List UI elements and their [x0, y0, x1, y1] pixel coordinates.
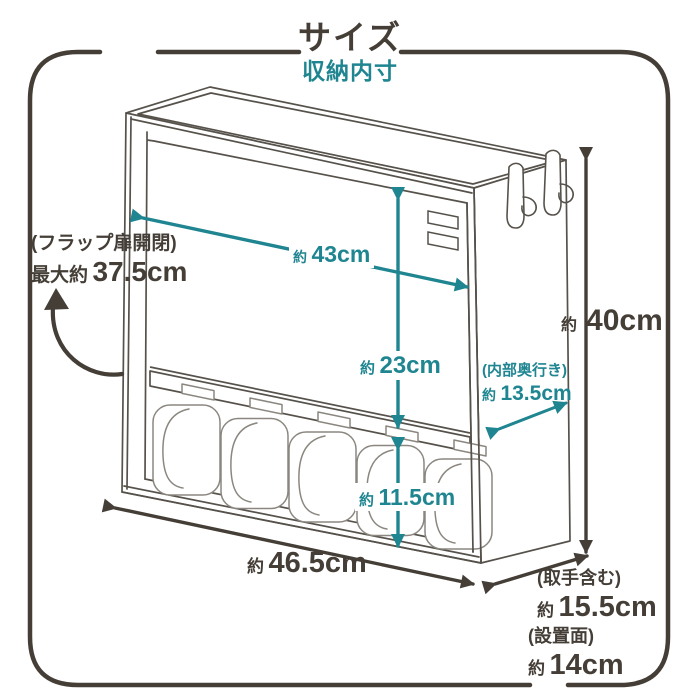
dim-inner-width-prefix: 約: [293, 249, 307, 265]
dim-inner-depth: (内部奥行き) 約 13.5cm: [482, 361, 572, 406]
dim-overall-width: 約 46.5cm: [247, 546, 367, 581]
rounded-border: [27, 49, 671, 688]
bottle: [152, 383, 221, 496]
dim-inner-depth-value: 13.5cm: [500, 381, 572, 405]
flap-door-note: (フラップ扉開閉) 最大約 37.5cm: [31, 232, 187, 289]
arrow-inner-depth: [485, 400, 568, 440]
dim-base-depth-note: (設置面): [528, 626, 594, 646]
arrow-depth-with-handle: [481, 552, 589, 595]
door-hooks: [506, 149, 574, 229]
dim-depth-with-handle-note: (取手含む): [537, 568, 621, 588]
dim-inner-depth-prefix: 約: [482, 386, 496, 403]
dim-bottle-clearance-value: 11.5cm: [378, 484, 456, 510]
dim-overall-width-value: 46.5cm: [268, 547, 367, 579]
dim-inner-width: 約 43cm: [289, 240, 375, 269]
dim-bottle-clearance-prefix: 約: [359, 492, 375, 509]
flap-note-line1: (フラップ扉開閉): [31, 233, 177, 254]
dim-overall-height-prefix: 約: [561, 317, 578, 334]
dim-inner-depth-note: (内部奥行き): [482, 362, 567, 379]
dim-inner-width-value: 43cm: [311, 241, 371, 267]
dim-base-depth-prefix: 約: [528, 658, 545, 678]
flap-note-prefix: 最大約: [31, 265, 89, 287]
dim-overall-height-value: 40cm: [586, 304, 663, 337]
bottle: [220, 397, 289, 510]
dim-base-depth-value: 14cm: [549, 648, 624, 681]
dim-inner-height-prefix: 約: [360, 360, 376, 377]
dim-depth-with-handle: (取手含む) 約 15.5cm: [537, 568, 657, 625]
dim-base-depth: (設置面) 約 14cm: [528, 626, 624, 683]
dim-overall-height: 約 40cm: [561, 303, 663, 340]
door-hook: [506, 162, 537, 229]
dim-depth-with-handle-value: 15.5cm: [558, 590, 657, 623]
flap-note-value: 37.5cm: [92, 256, 188, 288]
page-title: サイズ: [297, 19, 402, 56]
dim-overall-width-prefix: 約: [247, 557, 264, 576]
flap-swing-arrowhead: [44, 288, 69, 310]
arrow-overall-width: [101, 498, 475, 589]
dim-depth-with-handle-prefix: 約: [537, 600, 554, 620]
dim-inner-height-value: 23cm: [379, 352, 441, 379]
flap-swing-arrow: [50, 304, 125, 377]
dim-inner-height: 約 23cm: [356, 351, 445, 381]
subtitle-inner-dimensions: 収納内寸: [302, 58, 398, 84]
dim-bottle-clearance: 約 11.5cm: [355, 483, 460, 512]
door-hook: [543, 149, 574, 216]
